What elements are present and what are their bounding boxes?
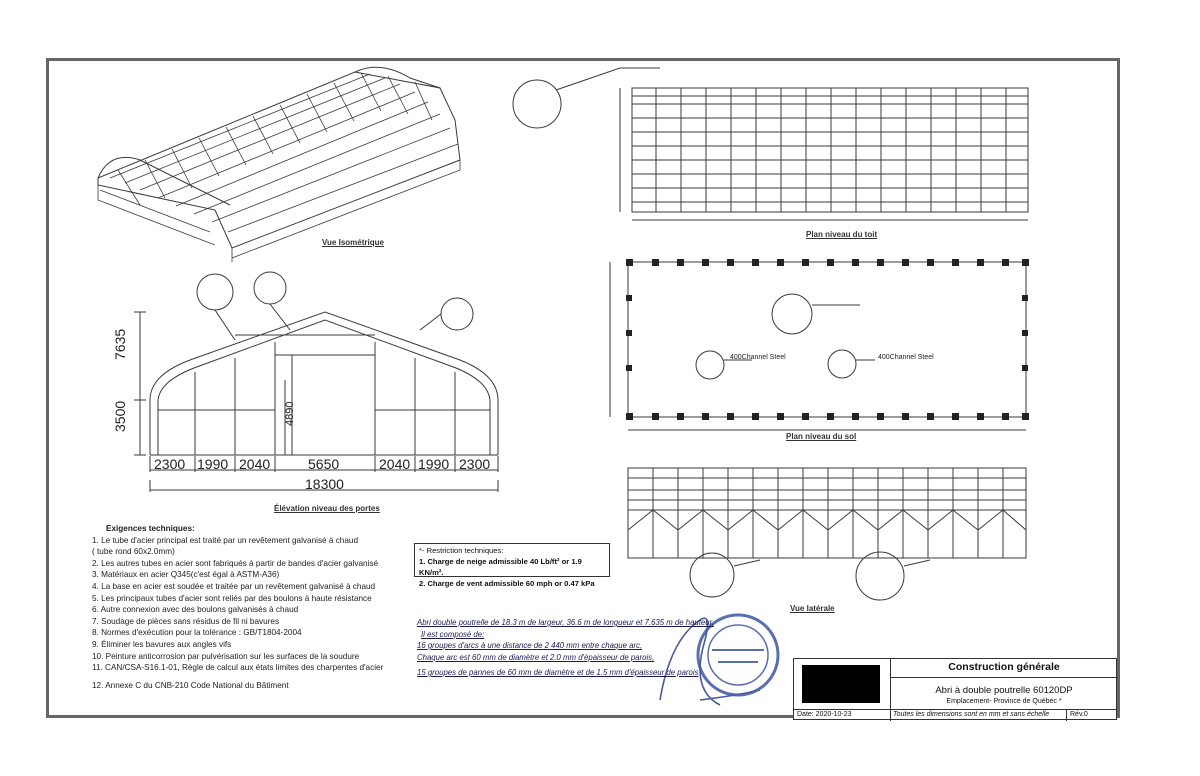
elevation-view [134, 271, 499, 492]
floor-plan [609, 261, 1027, 431]
signature [659, 617, 761, 706]
restriction-item: 1. Charge de neige admissible 40 Lb/ft² … [419, 557, 582, 577]
dim-door-height: 4890 [284, 401, 296, 426]
requirement-item: 2. Les autres tubes en acier sont fabriq… [92, 558, 379, 568]
requirement-item: 3. Matériaux en acier Q345(c'est égal à … [92, 570, 280, 580]
caption-roof: Plan niveau du toit [806, 230, 878, 239]
title-block-name: Abri à double poutrelle 60120DP [935, 685, 1073, 696]
dim-seg-5: 2040 [379, 456, 411, 472]
caption-iso: Vue Isométrique [322, 238, 384, 247]
requirement-item: 1. Le tube d'acier principal est traité … [92, 535, 358, 545]
title-block-date: Date: 2020-10-23 [797, 711, 852, 718]
title-block-note: Toutes les dimensions sont en mm et sans… [890, 710, 1049, 721]
title-block: Construction générale Abri à double pout… [793, 658, 1118, 721]
caption-side: Vue latérale [790, 604, 835, 613]
description-line: Il est composé de: [421, 629, 485, 639]
requirement-item: 5. Les principaux tubes d'acier sont rel… [92, 593, 372, 603]
dim-seg-7: 2300 [459, 456, 491, 472]
requirement-item: ( tube rond 60x2.0mm) [92, 547, 175, 557]
floor-label-1: 400Channel Steel [730, 354, 786, 361]
caption-floor: Plan niveau du sol [786, 432, 857, 441]
dim-seg-6: 1990 [418, 456, 450, 472]
redacted-logo [802, 665, 880, 703]
dim-height-wall: 3500 [112, 400, 128, 432]
drawing-sheet-border [46, 58, 1120, 718]
requirement-item: 6. Autre connexion avec des boulons galv… [92, 605, 299, 615]
dim-seg-2: 1990 [197, 456, 229, 472]
structure-description: Abri double poutrelle de 18.3 m de large… [417, 617, 717, 679]
requirement-item: 9. Éliminer les bavures aux angles vifs [92, 639, 232, 649]
description-line: Abri double poutrelle de 18.3 m de large… [417, 618, 714, 627]
requirement-item: 11. CAN/CSA-S16.1-01, Règle de calcul au… [92, 663, 384, 673]
requirement-item: 7. Soudage de pièces sans résidus de fil… [92, 616, 280, 626]
dim-seg-4: 5650 [308, 456, 340, 472]
restrictions-title: *- Restriction techniques: [419, 546, 504, 555]
requirement-item: 12. Annexe C du CNB-210 Code National du… [92, 680, 289, 690]
floor-label-2: 400Channel Steel [878, 354, 934, 361]
caption-elevation: Élévation niveau des portes [274, 504, 380, 513]
description-line: Chaque arc est 60 mm de diamètre et 2.0 … [417, 652, 655, 662]
description-line: 16 groupes d'arcs à une distance de 2 44… [417, 641, 643, 650]
requirement-item: 10. Peinture anticorrosion par pulvérisa… [92, 651, 360, 661]
title-block-location: Emplacement- Province de Québec * [946, 698, 1062, 705]
restriction-item: 2. Charge de vent admissible 60 mph or 0… [419, 579, 595, 588]
technical-requirements: Exigences techniques: 1. Le tube d'acier… [92, 523, 422, 691]
technical-restrictions: *- Restriction techniques: 1. Charge de … [414, 543, 610, 588]
side-view [627, 467, 1027, 601]
dim-width-total: 18300 [305, 476, 344, 492]
description-line: 15 groupes de pannes de 60 mm de diamètr… [417, 668, 699, 677]
roof-plan [512, 67, 1029, 221]
requirements-title: Exigences techniques: [106, 524, 195, 533]
dim-height-total: 7635 [112, 328, 128, 360]
title-block-rev: Rév.0 [1066, 710, 1088, 721]
isometric-view [97, 66, 461, 262]
requirement-item: 4. La base en acier est soudée et traité… [92, 581, 376, 591]
dim-seg-1: 2300 [154, 456, 186, 472]
requirement-item: 8. Normes d'exécution pour la tolérance … [92, 628, 302, 638]
title-block-header: Construction générale [890, 659, 1118, 678]
floor-plan-anchors [626, 259, 1029, 420]
dim-seg-3: 2040 [239, 456, 271, 472]
